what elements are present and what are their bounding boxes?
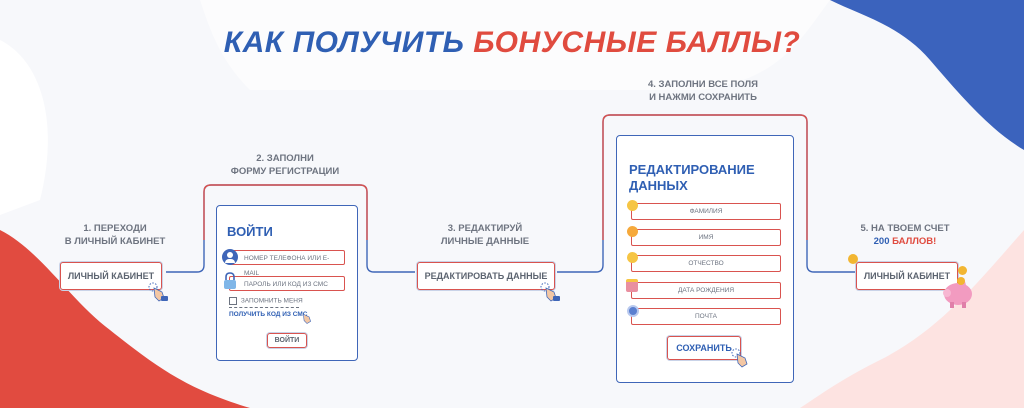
edit-form-title-line-1: РЕДАКТИРОВАНИЕ (629, 162, 755, 177)
step-5-bonus: 200 БАЛЛОВ! (845, 235, 965, 248)
name-field[interactable]: ИМЯ (631, 229, 781, 246)
bonus-count: 200 (873, 236, 890, 247)
remember-me-row[interactable]: ЗАПОМНИТЬ МЕНЯ (229, 297, 303, 305)
edit-form-title-line-2: ДАННЫХ (629, 178, 688, 193)
lock-icon (224, 272, 236, 289)
step-5-caption: 5. НА ТВОЕМ СЧЕТ 200 БАЛЛОВ! (845, 222, 965, 248)
coin-icon (958, 266, 967, 275)
bonus-word: БАЛЛОВ! (892, 236, 937, 247)
save-button[interactable]: СОХРАНИТЬ (667, 336, 741, 360)
user-icon (222, 249, 238, 265)
step-1-line-1: 1. ПЕРЕХОДИ (83, 223, 147, 234)
get-sms-code-link[interactable]: ПОЛУЧИТЬ КОД ИЗ СМС (229, 311, 308, 318)
pointer-hand-icon (731, 348, 748, 368)
step-4-line-1: 4. ЗАПОЛНИ ВСЕ ПОЛЯ (647, 79, 759, 90)
login-submit-button[interactable]: ВОЙТИ (267, 333, 307, 348)
email-icon (627, 305, 639, 317)
email-field[interactable]: ПОЧТА (631, 308, 781, 325)
pointer-hand-icon (540, 282, 560, 302)
edit-form-title: РЕДАКТИРОВАНИЕ ДАННЫХ (629, 162, 755, 194)
step-3-line-1: 3. РЕДАКТИРУЙ (447, 223, 523, 234)
surname-field[interactable]: ФАМИЛИЯ (631, 203, 781, 220)
coin-icon (848, 254, 858, 264)
personal-account-button-final[interactable]: ЛИЧНЫЙ КАБИНЕТ (856, 262, 958, 290)
step-2-line-2: ФОРМУ РЕГИСТРАЦИИ (230, 166, 340, 177)
title-part-1: КАК ПОЛУЧИТЬ (223, 26, 465, 59)
personal-account-button[interactable]: ЛИЧНЫЙ КАБИНЕТ (60, 262, 162, 290)
phone-email-input[interactable]: НОМЕР ТЕЛЕФОНА ИЛИ e-mail (229, 250, 345, 277)
title-part-2: БОНУСНЫЕ БАЛЛЫ? (473, 26, 801, 59)
step-5-line-1: 5. НА ТВОЕМ СЧЕТ (860, 223, 950, 234)
step-2-line-1: 2. ЗАПОЛНИ (256, 153, 314, 164)
step-4-caption: 4. ЗАПОЛНИ ВСЕ ПОЛЯ И НАЖМИ СОХРАНИТЬ (618, 78, 788, 104)
edit-data-card: РЕДАКТИРОВАНИЕ ДАННЫХ ФАМИЛИЯ ИМЯ ОТЧЕСТ… (616, 135, 794, 383)
remember-checkbox[interactable] (229, 297, 237, 305)
pointer-hand-icon (148, 282, 168, 302)
birth-date-field[interactable]: ДАТА РОЖДЕНИЯ (631, 282, 781, 299)
remember-label: ЗАПОМНИТЬ МЕНЯ (240, 297, 303, 305)
login-form-title: ВОЙТИ (227, 224, 273, 239)
patronymic-field[interactable]: ОТЧЕСТВО (631, 255, 781, 272)
cake-icon (626, 279, 638, 292)
emoji-icon (627, 226, 638, 237)
page-title: КАК ПОЛУЧИТЬ БОНУСНЫЕ БАЛЛЫ? (0, 26, 1024, 60)
emoji-icon (627, 252, 638, 263)
login-form-card: ВОЙТИ НОМЕР ТЕЛЕФОНА ИЛИ e-mail ПАРОЛЬ И… (216, 205, 358, 361)
step-2-caption: 2. ЗАПОЛНИ ФОРМУ РЕГИСТРАЦИИ (215, 152, 355, 178)
remember-divider (229, 307, 299, 308)
edit-data-button[interactable]: РЕДАКТИРОВАТЬ ДАННЫЕ (417, 262, 555, 290)
password-input[interactable]: ПАРОЛЬ ИЛИ КОД ИЗ СМС (229, 276, 345, 291)
step-1-caption: 1. ПЕРЕХОДИ В ЛИЧНЫЙ КАБИНЕТ (50, 222, 180, 248)
step-3-line-2: ЛИЧНЫЕ ДАННЫЕ (440, 236, 530, 247)
step-3-caption: 3. РЕДАКТИРУЙ ЛИЧНЫЕ ДАННЫЕ (415, 222, 555, 248)
step-4-line-2: И НАЖМИ СОХРАНИТЬ (649, 92, 757, 103)
step-1-line-2: В ЛИЧНЫЙ КАБИНЕТ (64, 236, 166, 247)
emoji-icon (627, 200, 638, 211)
pointer-hand-icon (303, 313, 311, 324)
piggy-bank-icon (943, 277, 972, 308)
